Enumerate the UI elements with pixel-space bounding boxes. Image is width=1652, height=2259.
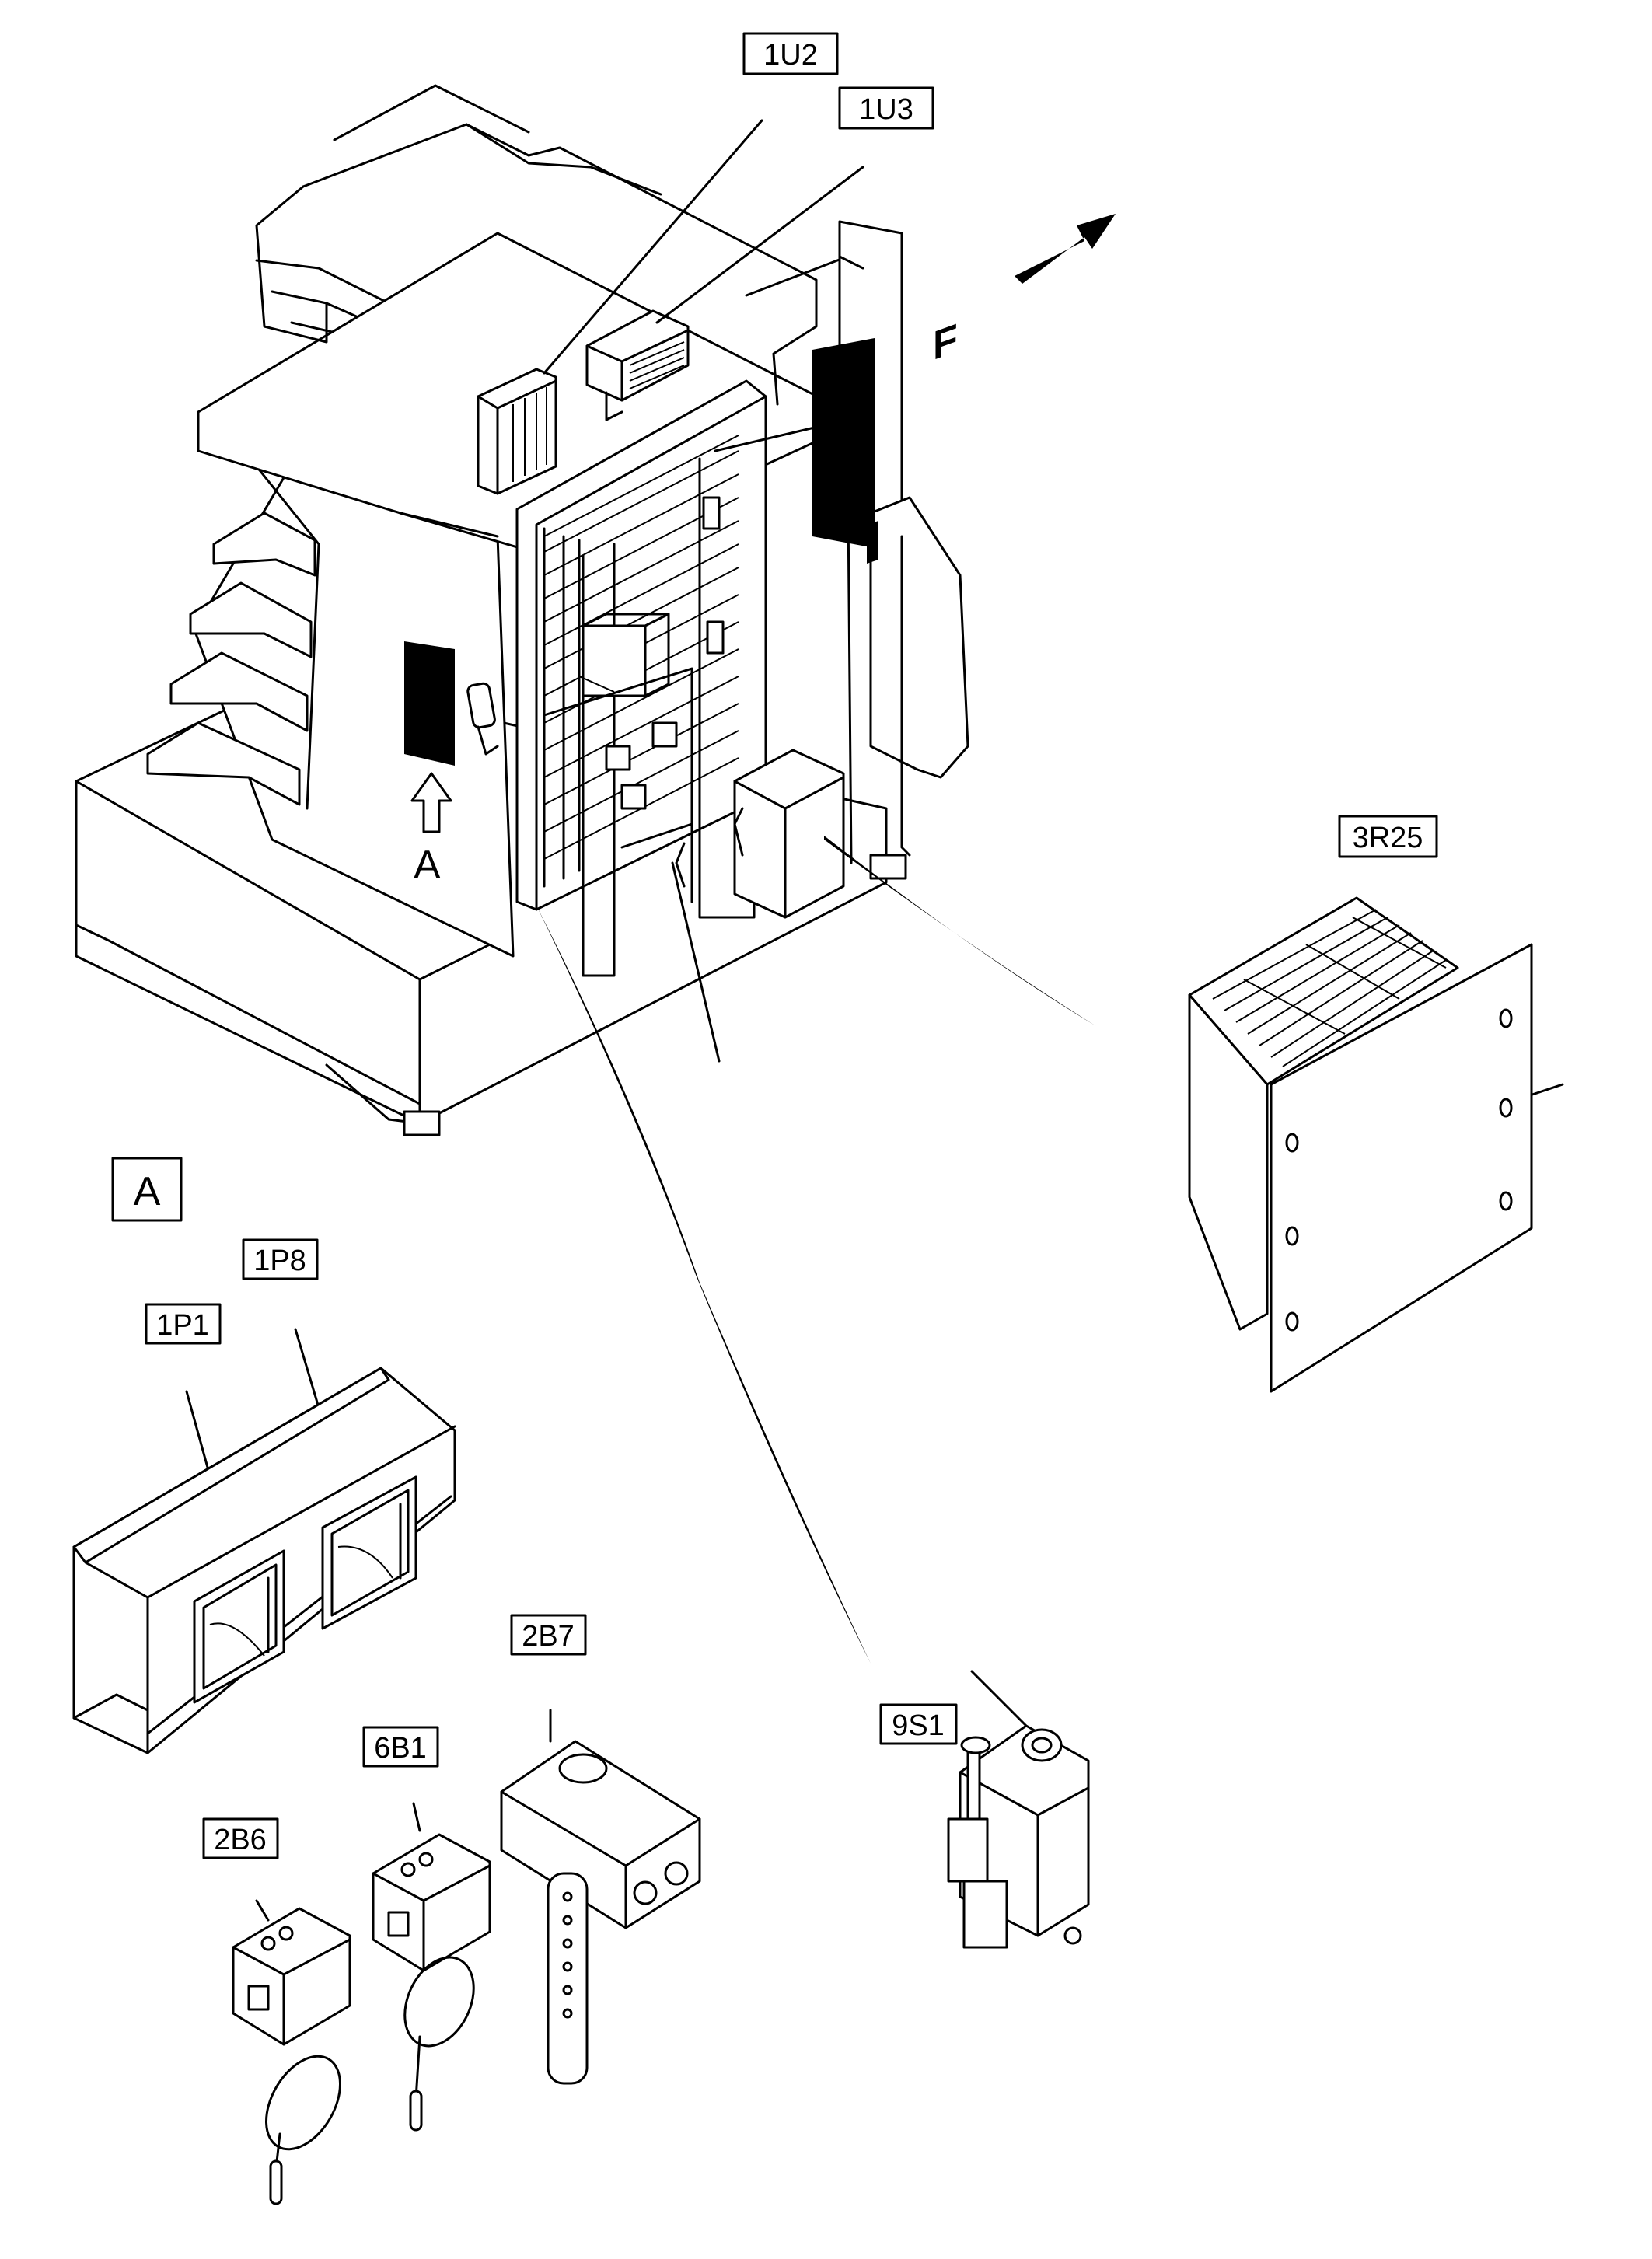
label-1P8: 1P8 <box>242 1238 319 1280</box>
component-1U3-box <box>585 309 690 421</box>
svg-text:2B7: 2B7 <box>522 1620 575 1653</box>
component-3R25 <box>1188 896 1533 1393</box>
svg-text:3R25: 3R25 <box>1353 822 1423 854</box>
cabinet-components <box>543 435 739 860</box>
label-2B7: 2B7 <box>510 1614 587 1656</box>
label-9S1: 9S1 <box>879 1703 958 1745</box>
svg-text:1U3: 1U3 <box>859 93 913 126</box>
component-2B7 <box>500 1740 701 2085</box>
label-6B1: 6B1 <box>362 1726 439 1768</box>
gauge-1P1 <box>193 1549 285 1704</box>
svg-text:9S1: 9S1 <box>892 1709 945 1742</box>
mounting-holes <box>1285 1008 1513 1332</box>
resistor-fins <box>1212 909 1447 1067</box>
component-6B1 <box>372 1833 491 2132</box>
instrument-panel <box>72 1367 456 1754</box>
svg-text:1P1: 1P1 <box>156 1309 209 1342</box>
gauge-1P8 <box>321 1475 417 1630</box>
component-1U2-box <box>477 368 557 495</box>
direction-f-arrow: F <box>933 214 1116 369</box>
svg-text:1U2: 1U2 <box>763 39 818 72</box>
svg-text:6B1: 6B1 <box>374 1732 427 1765</box>
label-1U2: 1U2 <box>742 32 839 75</box>
label-1P1: 1P1 <box>145 1303 222 1345</box>
label-3R25: 3R25 <box>1338 815 1438 858</box>
leader-lines <box>185 119 1564 1922</box>
svg-text:2B6: 2B6 <box>214 1824 267 1856</box>
direction-letter: F <box>933 315 958 369</box>
view-box-letter: A <box>134 1169 161 1214</box>
view-arrow-a: A <box>410 772 452 888</box>
label-2B6: 2B6 <box>202 1817 279 1859</box>
component-9S1 <box>947 1724 1090 1949</box>
view-box-a: A <box>111 1157 183 1222</box>
control-cabinet <box>466 379 853 977</box>
label-1U3: 1U3 <box>838 86 934 130</box>
svg-text:1P8: 1P8 <box>253 1245 306 1277</box>
view-arrow-letter: A <box>414 843 441 888</box>
black-panels <box>404 338 878 766</box>
component-2B6 <box>232 1907 351 2205</box>
